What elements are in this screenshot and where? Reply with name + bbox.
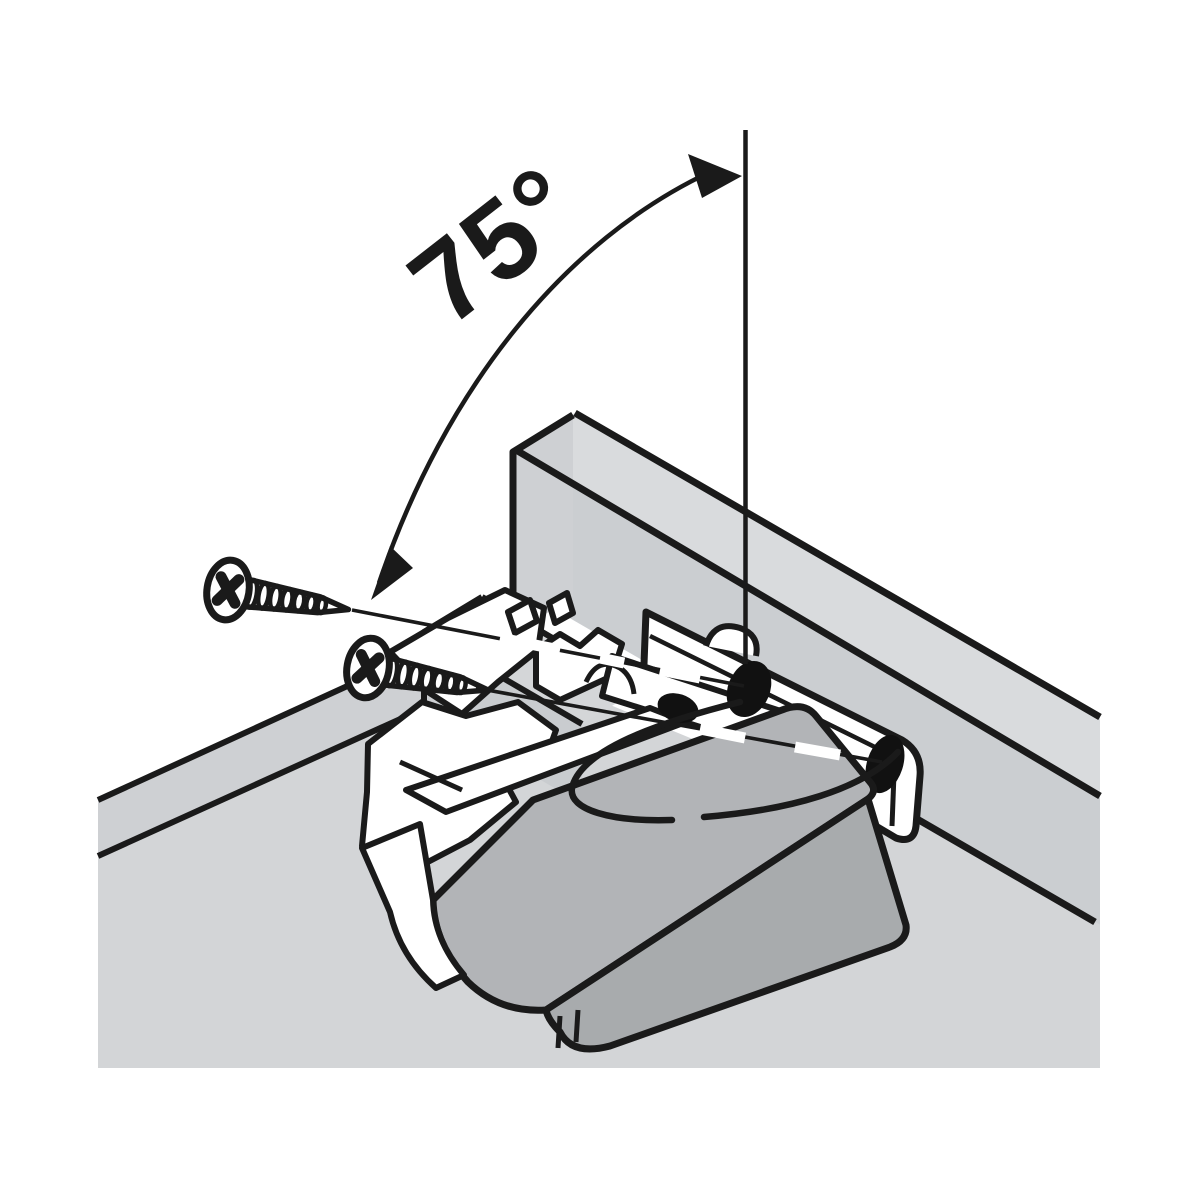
wall-front-top-edge [514,446,1102,800]
screw-2 [343,634,491,702]
hinge-arm-cutout [583,661,637,695]
block-front-face [542,795,910,1053]
hinge-adjuster-tab-right [546,590,576,626]
axis-white-dashes [498,632,841,761]
plate-top-inner-line [649,633,896,760]
wall-front-face [516,450,1100,925]
hinge-boot-detail [398,759,464,793]
wall-floor-junction [903,808,1097,926]
block-tick-1 [555,1015,563,1049]
wall-top-face [516,413,1100,796]
wall-back-top-edge [573,409,1102,721]
wall-end-face [513,415,573,634]
hinge-block [359,703,910,1053]
block-end-cap [359,821,467,991]
wall-end-edges [509,412,575,634]
screw-axis-lines [351,608,883,764]
hinge-adjuster-tab-left [505,597,540,636]
swing-curve [568,698,902,824]
screw-1-phillips-icon [211,571,245,609]
angle-label: 75° [387,142,602,348]
block-tick-2 [573,1009,581,1043]
screw-1-threads [244,577,329,616]
screw-2-threads [383,656,468,696]
arrowhead-top-icon [688,154,742,198]
screw-1 [203,556,352,624]
swing-curve-right [700,748,902,821]
swing-curve-left [568,698,744,824]
cabinet-side-wall [509,409,1102,926]
angle-arc [376,169,711,584]
arrowhead-bottom-icon [371,546,413,600]
screw-2-phillips-icon [351,649,385,687]
